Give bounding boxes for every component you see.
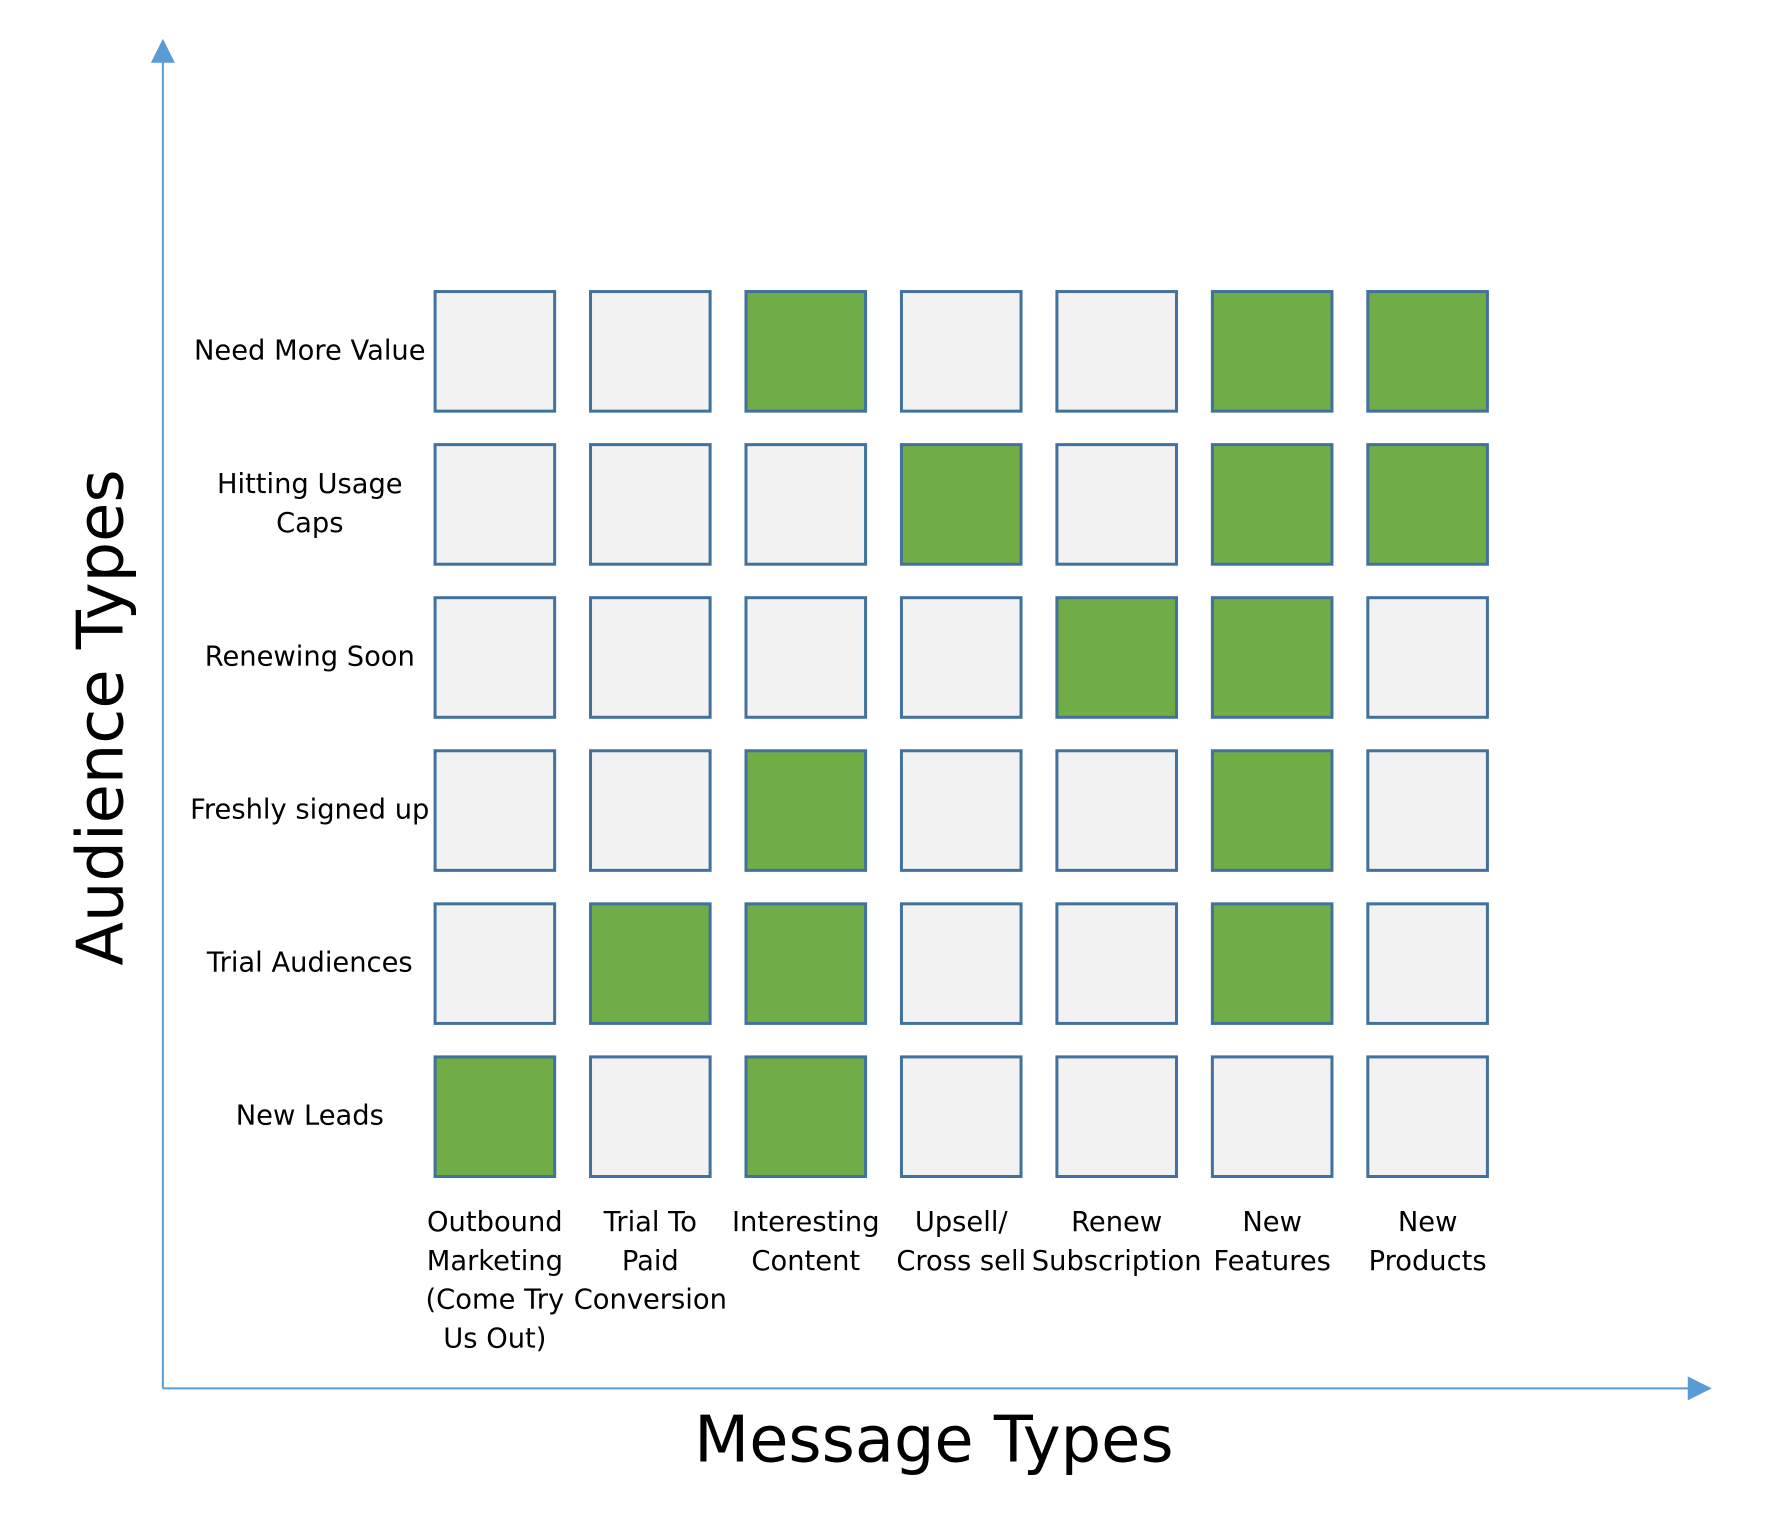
- matrix-cell-off: [1210, 1055, 1334, 1178]
- matrix-cell-off: [1366, 1055, 1489, 1178]
- matrix-cell-on: [744, 902, 868, 1025]
- matrix-cell-off: [433, 290, 557, 413]
- matrix-cell-off: [1055, 290, 1178, 413]
- matrix-cell-on: [433, 1055, 557, 1178]
- matrix-cell-on: [744, 290, 868, 413]
- matrix-cell-off: [899, 596, 1023, 719]
- matrix-cell-off: [744, 596, 868, 719]
- y-tick-label: Need More Value: [194, 335, 426, 366]
- matrix-cell-off: [899, 902, 1023, 1025]
- matrix-cell-off: [589, 443, 712, 566]
- matrix-cell-off: [1055, 1055, 1178, 1178]
- matrix-cell-on: [1210, 749, 1334, 872]
- matrix-cell-on: [899, 443, 1023, 566]
- matrix-cell-on: [744, 1055, 868, 1178]
- matrix-cell-on: [1366, 290, 1489, 413]
- matrix-cell-off: [1055, 902, 1178, 1025]
- matrix-cell-off: [1366, 596, 1489, 719]
- matrix-cell-on: [1210, 596, 1334, 719]
- matrix-cell-off: [899, 1055, 1023, 1178]
- matrix-cell-off: [589, 749, 712, 872]
- matrix-cell-off: [1366, 749, 1489, 872]
- matrix-cell-on: [589, 902, 712, 1025]
- y-axis-title: Audience Types: [64, 469, 138, 965]
- matrix-cell-off: [589, 290, 712, 413]
- cells-layer: [433, 290, 1489, 1178]
- matrix-cell-on: [1210, 290, 1334, 413]
- matrix-cell-on: [1055, 596, 1178, 719]
- matrix-cell-off: [433, 749, 557, 872]
- matrix-cell-off: [433, 902, 557, 1025]
- y-tick-label: Freshly signed up: [190, 794, 429, 825]
- matrix-cell-on: [1210, 902, 1334, 1025]
- matrix-cell-on: [1366, 443, 1489, 566]
- y-tick-label: Renewing Soon: [205, 641, 415, 672]
- y-tick-label: New Leads: [236, 1100, 384, 1131]
- matrix-cell-off: [1055, 749, 1178, 872]
- y-axis-arrow-icon: [150, 38, 175, 63]
- x-tick-label: Upsell/Cross sell: [896, 1207, 1026, 1277]
- matrix-cell-on: [744, 749, 868, 872]
- x-axis-title: Message Types: [694, 1404, 1173, 1478]
- matrix-cell-off: [899, 749, 1023, 872]
- matrix-cell-off: [1055, 443, 1178, 566]
- matrix-cell-off: [433, 443, 557, 566]
- matrix-cell-off: [899, 290, 1023, 413]
- matrix-cell-on: [1210, 443, 1334, 566]
- matrix-cell-off: [589, 596, 712, 719]
- axes-layer: [150, 38, 1712, 1401]
- matrix-cell-off: [433, 596, 557, 719]
- matrix-cell-off: [744, 443, 868, 566]
- x-axis-arrow-icon: [1687, 1376, 1712, 1401]
- y-tick-label: Trial Audiences: [206, 947, 413, 978]
- matrix-cell-off: [589, 1055, 712, 1178]
- matrix-cell-off: [1366, 902, 1489, 1025]
